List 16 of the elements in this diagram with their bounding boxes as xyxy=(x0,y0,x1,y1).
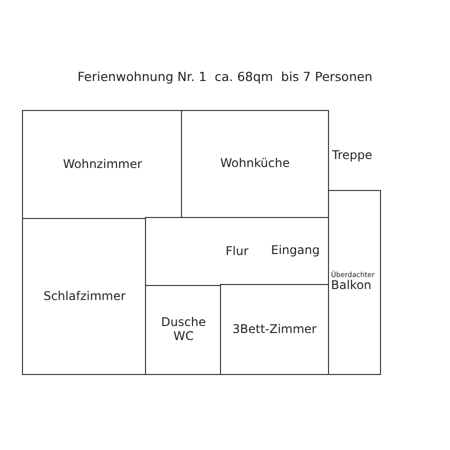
room-label: Wohnzimmer xyxy=(62,158,142,172)
room-label: 3Bett-Zimmer xyxy=(232,322,317,336)
room-outline xyxy=(22,218,147,375)
plan-title: Ferienwohnung Nr. 1 ca. 68qm bis 7 Personen xyxy=(76,69,374,84)
plan-label: Eingang xyxy=(271,243,320,257)
room-outline xyxy=(220,284,329,375)
room-outline xyxy=(181,110,329,218)
room-outline xyxy=(145,285,222,375)
room-label: Balkon xyxy=(331,279,372,293)
room-label: Schlafzimmer xyxy=(43,290,126,304)
room-outline xyxy=(22,110,183,220)
room-label: Dusche WC xyxy=(160,316,207,344)
plan-label: Treppe xyxy=(332,148,372,162)
room-label: Wohnküche xyxy=(220,157,290,171)
room-outline xyxy=(328,190,381,375)
room-label: Flur xyxy=(226,245,248,259)
